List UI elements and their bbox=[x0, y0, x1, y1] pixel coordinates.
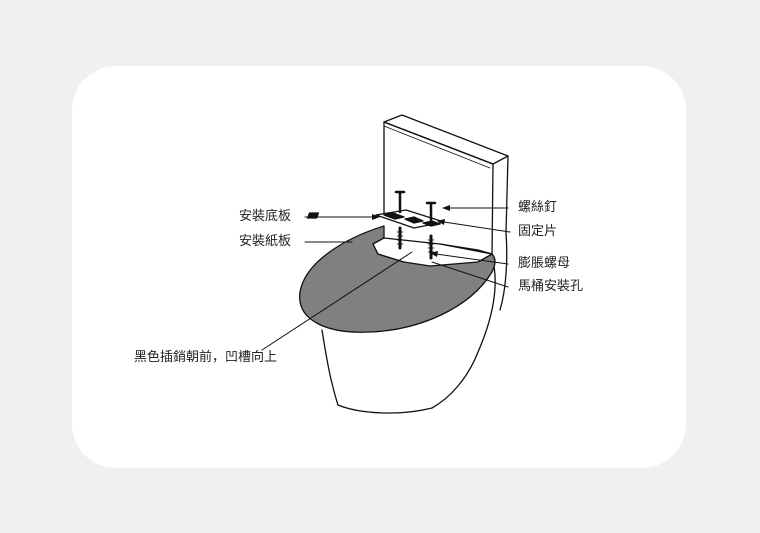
toilet-tank bbox=[383, 114, 509, 258]
label-expansion-nut: 膨脹螺母 bbox=[518, 256, 571, 271]
expansion-nuts bbox=[396, 226, 435, 260]
label-install-paper-plate: 安裝紙板 bbox=[239, 234, 292, 249]
arrow-heads bbox=[372, 205, 450, 257]
label-toilet-install-hole: 馬桶安裝孔 bbox=[518, 279, 584, 294]
label-screw: 螺絲釘 bbox=[518, 200, 558, 215]
leader-lines bbox=[261, 207, 511, 351]
label-pin-instruction: 黑色插銷朝前，凹槽向上 bbox=[134, 350, 278, 365]
label-install-base-plate: 安裝底板 bbox=[239, 209, 292, 224]
install-base-plate bbox=[306, 209, 445, 229]
label-fixing-piece: 固定片 bbox=[518, 224, 558, 239]
screws bbox=[394, 190, 437, 222]
